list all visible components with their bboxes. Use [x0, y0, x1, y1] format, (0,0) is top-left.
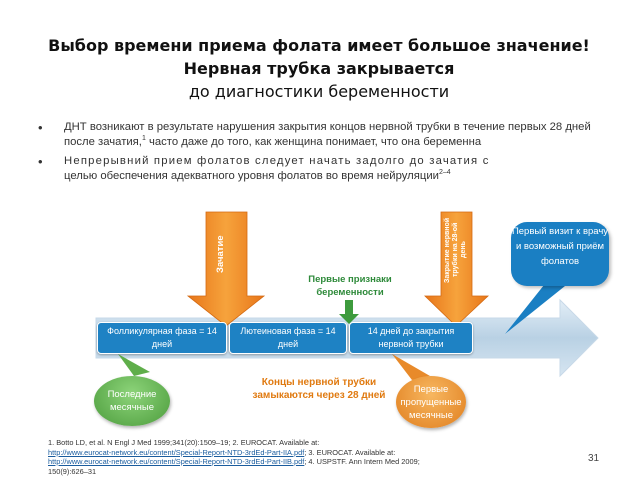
title-line-2: Нервная трубка закрывается [183, 59, 455, 78]
closure-label: Закрытие нервной трубки на 28-ой день [444, 217, 467, 283]
ref-link-1[interactable]: http://www.eurocat-network.eu/content/Sp… [48, 447, 305, 457]
last-period-text: Последние месячные [107, 389, 157, 413]
bullet-1-text: ДНТ возникают в результате нарушения зак… [64, 121, 591, 148]
ref-4: 150(9):626–31 [48, 466, 97, 476]
bullet-item-1: • ДНТ возникают в результате нарушения з… [38, 120, 608, 150]
bullet-list: • ДНТ возникают в результате нарушения з… [38, 120, 608, 188]
conception-marker-arrow [186, 211, 266, 327]
page-number: 31 [588, 453, 600, 464]
first-missed-text: Первые пропущенные месячные [400, 383, 462, 421]
bullet-item-2: • Непрерывний прием фолатов следует нача… [38, 154, 608, 184]
ref-2: ; 3. EUROCAT. Available at: [304, 447, 396, 457]
ref-3: ; 4. USPSTF. Ann Intern Med 2009; [304, 457, 420, 466]
first-visit-callout-tail [505, 280, 570, 334]
first-signs-label: Первые признаки беременности [308, 274, 392, 298]
ref-1: 1. Botto LD, et al. N Engl J Med 1999;34… [48, 438, 320, 447]
phase-luteal: Лютеиновая фаза = 14 дней [229, 322, 347, 354]
title-line-1: Выбор времени приема фолата имеет большо… [48, 36, 590, 55]
slide-title: Выбор времени приема фолата имеет большо… [0, 34, 638, 103]
references: 1. Botto LD, et al. N Engl J Med 1999;34… [48, 438, 468, 476]
ref-link-2[interactable]: http://www.eurocat-network.eu/content/Sp… [48, 457, 305, 466]
bullet-2-spaced: Непрерывний прием фолатов следует начать… [64, 155, 490, 167]
first-visit-text: Первый визит к врачу и возможный приём ф… [511, 226, 609, 267]
title-line-3: до диагностики беременности [188, 82, 450, 101]
bullet-dot-icon: • [38, 154, 43, 169]
bullet-dot-icon: • [38, 120, 43, 135]
first-visit-callout: Первый визит к врачу и возможный приём ф… [511, 222, 609, 286]
first-missed-bubble-tail [392, 354, 430, 380]
phase-follicular: Фолликулярная фаза = 14 дней [97, 322, 227, 354]
last-period-bubble: Последние месячные [94, 376, 170, 426]
bullet-1-tail: часто даже до того, как женщина понимает… [145, 136, 482, 148]
conception-label: Зачатие [215, 235, 226, 273]
phase-to-closure: 14 дней до закрытия нервной трубки [349, 322, 473, 354]
closure-marker-arrow [424, 211, 490, 327]
last-period-bubble-tail [118, 354, 150, 376]
bullet-1-sup: 1 [141, 135, 146, 143]
tube-closes-label: Концы нервной трубки замыкаются через 28… [252, 377, 386, 401]
first-signs-arrow [339, 300, 359, 324]
first-missed-bubble: Первые пропущенные месячные [396, 376, 466, 428]
bullet-2-text: целью обеспечения адекватного уровня фол… [64, 170, 439, 182]
bullet-2-sup: 2–4 [438, 169, 451, 177]
